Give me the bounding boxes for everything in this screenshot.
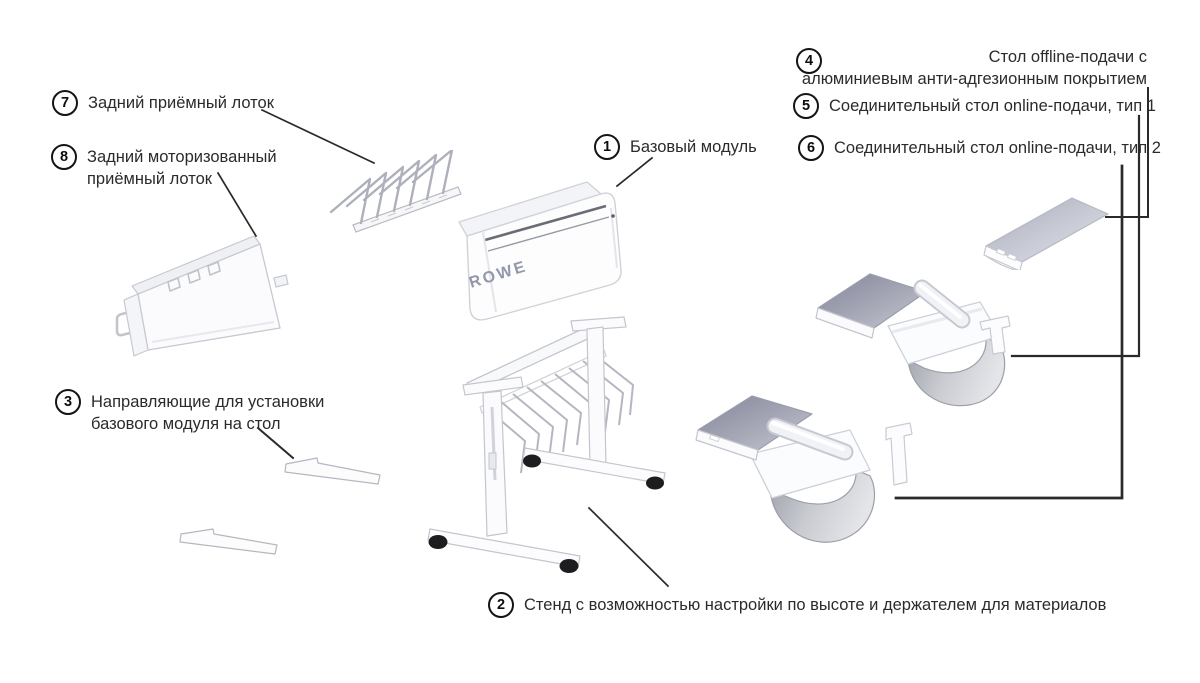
label-6: 6 Соединительный стол online-подачи, тип… <box>798 135 1161 161</box>
caster-wheel <box>523 454 541 468</box>
cutter-slot <box>484 204 607 242</box>
label-3: 3 Направляющие для установки базового мо… <box>55 389 324 435</box>
wire-loop <box>115 306 145 337</box>
label-5: 5 Соединительный стол online-подачи, тип… <box>793 93 1156 119</box>
base-module-illustration: ROWE <box>458 181 622 321</box>
label-8: 8 Задний моторизованный приёмный лоток <box>51 144 277 190</box>
label-8-text: Задний моторизованный приёмный лоток <box>87 148 277 188</box>
leader-line-7 <box>260 108 376 165</box>
motorized-tray-illustration <box>115 235 289 357</box>
caster-wheel <box>646 476 664 490</box>
label-5-text: Соединительный стол online-подачи, тип 1 <box>829 97 1156 115</box>
leader-line-8 <box>216 171 258 238</box>
leader-line-2 <box>587 506 670 588</box>
label-8-number: 8 <box>51 144 77 170</box>
caster-wheel <box>428 535 448 549</box>
label-7-number: 7 <box>52 90 78 116</box>
label-6-number: 6 <box>798 135 824 161</box>
label-2: 2 Стенд с возможностью настройки по высо… <box>488 592 1106 618</box>
label-2-text: Стенд с возможностью настройки по высоте… <box>524 596 1107 614</box>
caster-wheel <box>559 559 579 573</box>
label-6-text: Соединительный стол online-подачи, тип 2 <box>834 139 1161 157</box>
online-table-type2-illustration <box>695 395 913 543</box>
offline-table-illustration <box>983 197 1109 270</box>
stand-illustration <box>427 316 666 573</box>
leader-line-3 <box>256 426 295 460</box>
label-5-number: 5 <box>793 93 819 119</box>
leader-line-6 <box>894 164 1124 500</box>
label-7-text: Задний приёмный лоток <box>88 94 274 112</box>
label-4-text: Стол offline-подачи с алюминиевым анти-а… <box>801 48 1147 88</box>
label-3-text: Направляющие для установки базового моду… <box>91 393 325 433</box>
label-2-number: 2 <box>488 592 514 618</box>
label-1: 1 Базовый модуль <box>594 134 757 160</box>
label-7: 7 Задний приёмный лоток <box>52 90 274 116</box>
label-1-number: 1 <box>594 134 620 160</box>
rear-tray-illustration <box>329 150 462 233</box>
leader-line-4 <box>1105 87 1149 218</box>
table-rails-illustration <box>179 457 381 555</box>
online-table-type1-illustration <box>815 273 1011 407</box>
label-4-number: 4 <box>796 48 822 74</box>
leader-line-5 <box>1010 114 1141 358</box>
label-1-text: Базовый модуль <box>630 138 757 156</box>
label-3-number: 3 <box>55 389 81 415</box>
leader-line-1 <box>615 156 654 188</box>
